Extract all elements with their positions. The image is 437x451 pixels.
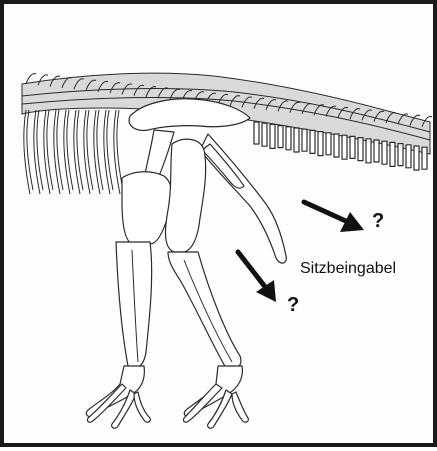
toe-left-inner	[134, 392, 150, 422]
tail-chevron	[318, 132, 323, 156]
tail-chevron	[294, 128, 299, 152]
rib	[57, 110, 63, 190]
tail-chevron	[390, 142, 395, 166]
tail-chevron	[374, 140, 379, 162]
tail-chevron	[406, 145, 411, 168]
tail-chevron	[358, 138, 363, 161]
question-mark-upper: ?	[372, 210, 384, 233]
arrow-lower	[238, 252, 276, 302]
tibia-left	[116, 242, 152, 368]
toe-right-inner	[232, 392, 248, 422]
arrow-upper	[304, 202, 364, 232]
rib	[37, 110, 43, 190]
tail-chevron	[310, 130, 315, 153]
tail-chevron	[334, 134, 339, 157]
rib	[27, 110, 33, 190]
tail-chevron	[270, 124, 275, 148]
tail-chevron	[286, 127, 291, 150]
tail-chevron	[398, 144, 403, 166]
tail-chevron	[414, 146, 419, 170]
rib	[87, 110, 93, 190]
tail-chevron	[350, 136, 355, 158]
tail-chevron	[366, 139, 371, 163]
rib-cage	[24, 110, 123, 194]
femur-right	[166, 139, 206, 252]
tail-chevron	[382, 141, 387, 164]
ischium-fork-label: Sitzbeingabel	[300, 260, 396, 278]
rib	[107, 110, 113, 190]
tail-chevron	[262, 123, 267, 146]
femur-bone	[122, 172, 172, 244]
rib	[77, 110, 83, 190]
tibia-right	[168, 252, 241, 370]
question-mark-lower: ?	[287, 294, 299, 317]
tail-chevron	[342, 135, 347, 159]
tail-chevron	[422, 147, 427, 169]
tail-chevron	[326, 133, 331, 155]
tail-chevron	[254, 122, 259, 144]
rib	[67, 110, 73, 190]
rib	[47, 110, 53, 190]
tail-chevron	[278, 126, 283, 148]
tail-chevron	[302, 129, 307, 151]
rib	[97, 110, 103, 190]
